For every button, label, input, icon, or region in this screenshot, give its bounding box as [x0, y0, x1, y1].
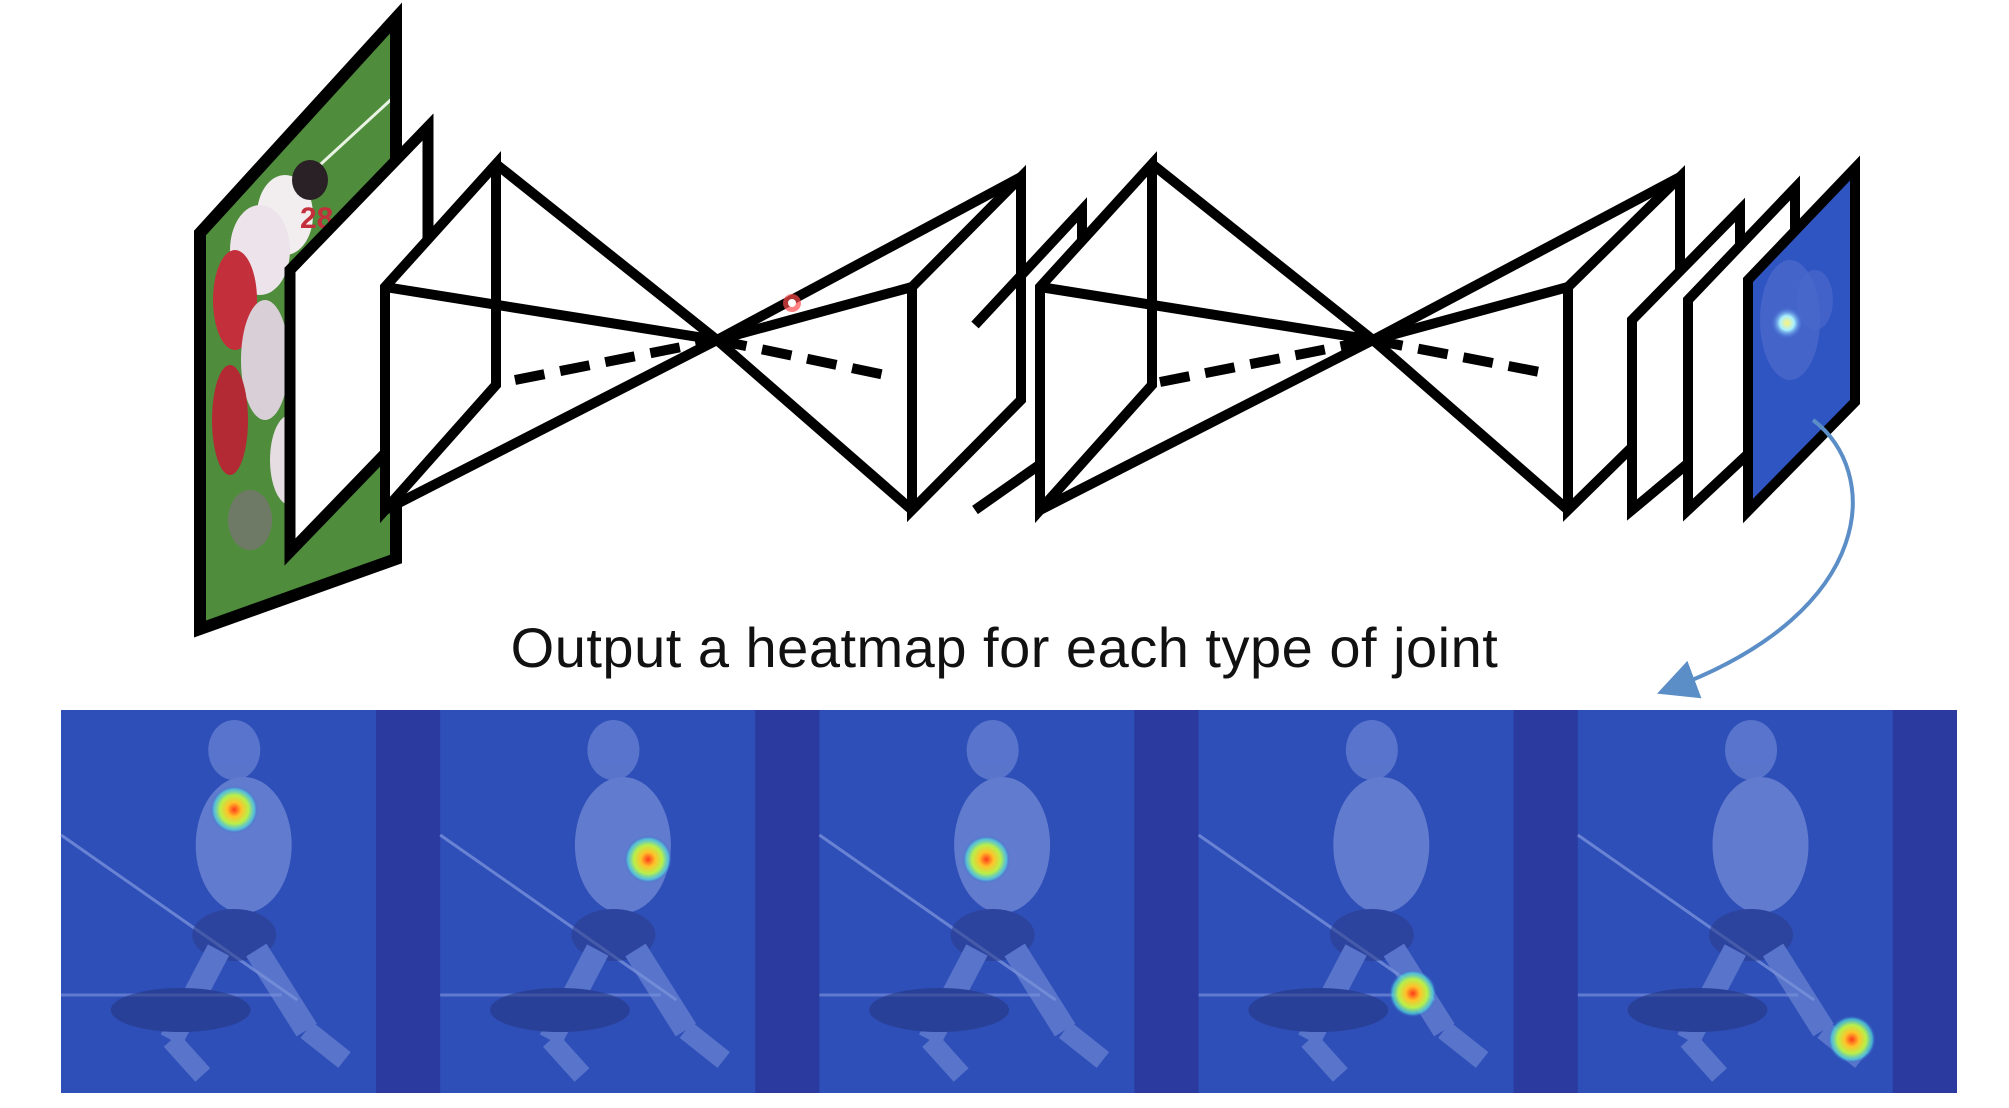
heatmap-panel-wrist — [818, 710, 1135, 1093]
heatmap-panel-ankle — [1576, 710, 1893, 1093]
hourglass-module-1 — [380, 150, 1087, 524]
output-heatmap-layer — [1743, 155, 1860, 524]
player-silhouette — [1248, 720, 1489, 1082]
joint-hotspot-knee — [1388, 969, 1437, 1018]
heatmap-panel-knee — [1197, 710, 1514, 1093]
joint-hotspot-ankle — [1827, 1015, 1876, 1064]
caption-text: Output a heatmap for each type of joint — [510, 616, 1499, 679]
hourglass-module-2 — [1035, 151, 1685, 524]
heatmap-strip — [60, 710, 1957, 1093]
joint-hotspot-elbow — [624, 835, 673, 884]
joint-hotspot-shoulder — [210, 785, 259, 834]
pointer-dot — [783, 294, 801, 312]
heatmap-panel-elbow — [439, 710, 756, 1093]
player-silhouette — [489, 720, 730, 1082]
output-arrow — [1657, 418, 1855, 699]
joint-hotspot-wrist — [962, 835, 1011, 884]
heatmap-panel-shoulder — [60, 710, 376, 1093]
